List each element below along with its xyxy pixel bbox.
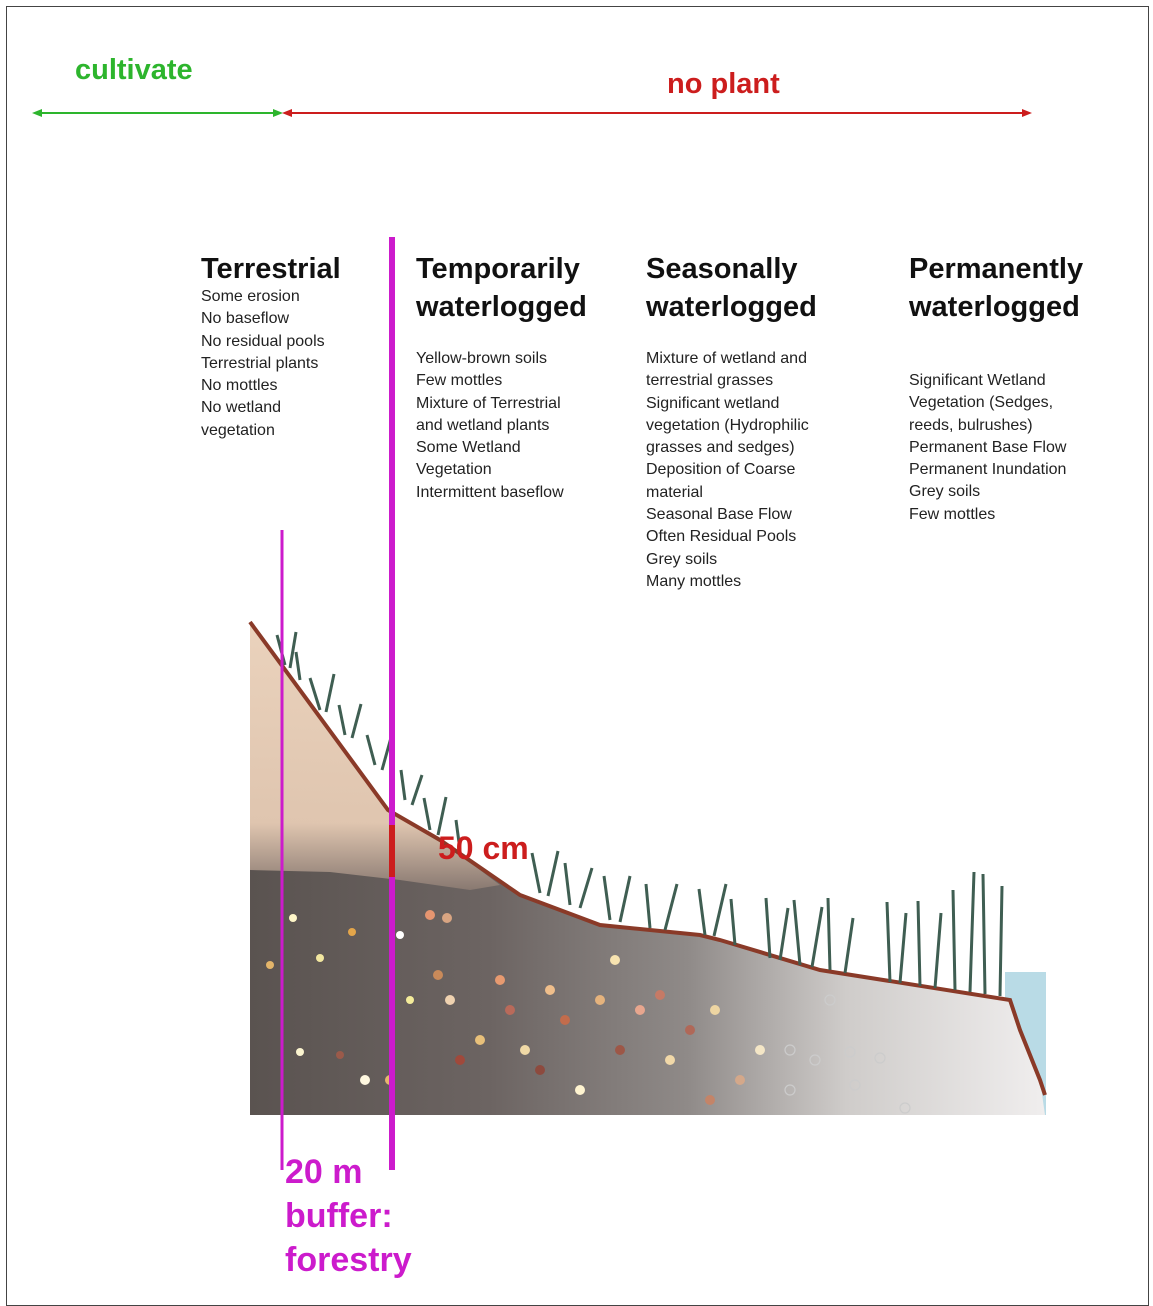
zone-list-item: Some erosion [201, 288, 300, 305]
buffer-label: 20 m buffer: forestry [285, 1153, 412, 1279]
zone-list-item: Permanent Base Flow [909, 438, 1067, 456]
zone-list-item: reeds, bulrushes) [909, 416, 1033, 434]
zone-list-item: vegetation (Hydrophilic [646, 416, 809, 434]
zone-title-seasonally: Seasonally waterlogged [646, 253, 817, 323]
zone-list-item: Vegetation [416, 461, 492, 479]
sand-layer [250, 622, 500, 890]
zone-list-item: No residual pools [201, 332, 325, 350]
no-plant-arrow [282, 109, 1032, 117]
soil-layer [250, 622, 1045, 1115]
zone-list-item: Few mottles [909, 505, 996, 523]
zone-list-item: vegetation [201, 421, 275, 439]
cultivate-label: cultivate [75, 54, 193, 86]
zone-list-item: Many mottles [646, 572, 742, 590]
depth-label: 50 cm [438, 830, 529, 866]
zone-list-item: Often Residual Pools [646, 528, 797, 546]
zone-list-item: No baseflow [201, 310, 290, 328]
zone-list-item: terrestrial grasses [646, 372, 774, 390]
zone-list-item: Grey soils [646, 550, 718, 568]
soil-mottles [266, 910, 911, 1114]
zone-list-item: Grey soils [909, 483, 981, 501]
zone-list-item: Seasonal Base Flow [646, 506, 792, 524]
zone-list-item: Vegetation (Sedges, [909, 394, 1054, 412]
zone-list-item: grasses and sedges) [646, 439, 795, 457]
zone-list-item: Significant wetland [646, 394, 780, 412]
zone-title-permanently: Permanently waterlogged [909, 253, 1084, 323]
zone-title-terrestrial: Terrestrial [201, 253, 341, 285]
zone-list-item: No wetland [201, 399, 282, 417]
cultivate-arrow [32, 109, 283, 117]
zone-list-item: Few mottles [416, 372, 503, 390]
zone-title-temporarily: Temporarily waterlogged [416, 253, 587, 323]
zone-list-item: Significant Wetland [909, 372, 1046, 389]
ground-surface-line [248, 620, 1047, 1096]
zone-list-item: Yellow-brown soils [416, 350, 548, 367]
zone-list-item: material [646, 483, 703, 501]
zone-list-item: and wetland plants [416, 416, 550, 434]
zone-list-item: Intermittent baseflow [416, 483, 564, 501]
zone-list-item: Some Wetland [416, 439, 521, 457]
zone-list-item: No mottles [201, 377, 278, 395]
zone-list-item: Deposition of Coarse [646, 461, 796, 479]
no-plant-label: no plant [667, 68, 780, 100]
zone-list-terrestrial: Some erosion No baseflow No residual pools… [201, 286, 325, 442]
zone-list-item: Terrestrial plants [201, 354, 319, 372]
wetland-vegetation [275, 631, 1004, 997]
zone-list-item: Mixture of wetland and [646, 350, 807, 367]
zone-list-item: Mixture of Terrestrial [416, 394, 561, 412]
zone-list-item: Permanent Inundation [909, 461, 1067, 479]
zone-list-seasonally: Mixture of wetland and terrestrial grasse… [646, 348, 809, 593]
